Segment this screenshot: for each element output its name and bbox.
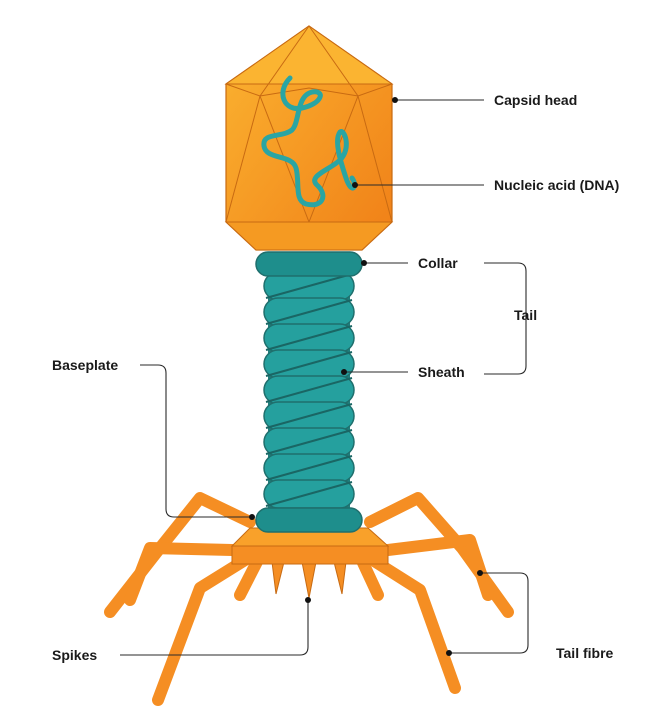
tail-fibre-right-mid: [382, 534, 494, 601]
labels: Capsid head Nucleic acid (DNA) Collar Ta…: [52, 92, 619, 663]
tail-fibre-left-front: [152, 546, 264, 706]
tail-bracket: [484, 262, 527, 375]
spike-right: [333, 561, 347, 595]
tail-fibre-right-front: [354, 546, 461, 694]
label-baseplate: Baseplate: [52, 357, 118, 373]
baseplate: [230, 527, 390, 565]
label-tail-fibre: Tail fibre: [556, 645, 614, 661]
sheath-helix: [265, 273, 353, 507]
dot-tail-fibre-upper: [477, 570, 483, 576]
label-spikes: Spikes: [52, 647, 97, 663]
dot-sheath: [341, 369, 347, 375]
dot-dna: [352, 182, 358, 188]
upper-collar: [255, 251, 363, 277]
dot-capsid: [392, 97, 398, 103]
baseplate-front: [231, 545, 389, 565]
lower-collar: [255, 507, 363, 533]
leader-baseplate: [140, 364, 252, 518]
leader-spikes: [120, 600, 309, 656]
dot-tail-fibre-lower: [446, 650, 452, 656]
capsid-bottom-facet: [224, 221, 394, 251]
sheath: [263, 270, 355, 516]
label-tail: Tail: [514, 307, 537, 323]
label-nucleic-acid: Nucleic acid (DNA): [494, 177, 619, 193]
capsid-top-facet: [224, 25, 394, 85]
spike-center: [301, 561, 317, 599]
dot-baseplate: [249, 514, 255, 520]
spike-left: [271, 561, 285, 595]
label-collar: Collar: [418, 255, 458, 271]
label-sheath: Sheath: [418, 364, 465, 380]
dot-spikes: [305, 597, 311, 603]
dna-strand: [261, 75, 357, 208]
capsid-head: [224, 25, 394, 251]
label-capsid-head: Capsid head: [494, 92, 577, 108]
dot-collar: [361, 260, 367, 266]
tail-fibre-bracket: [449, 572, 529, 654]
tail-fibre-left-mid: [124, 542, 238, 606]
leader-lines: [120, 97, 529, 656]
spikes: [271, 561, 347, 599]
